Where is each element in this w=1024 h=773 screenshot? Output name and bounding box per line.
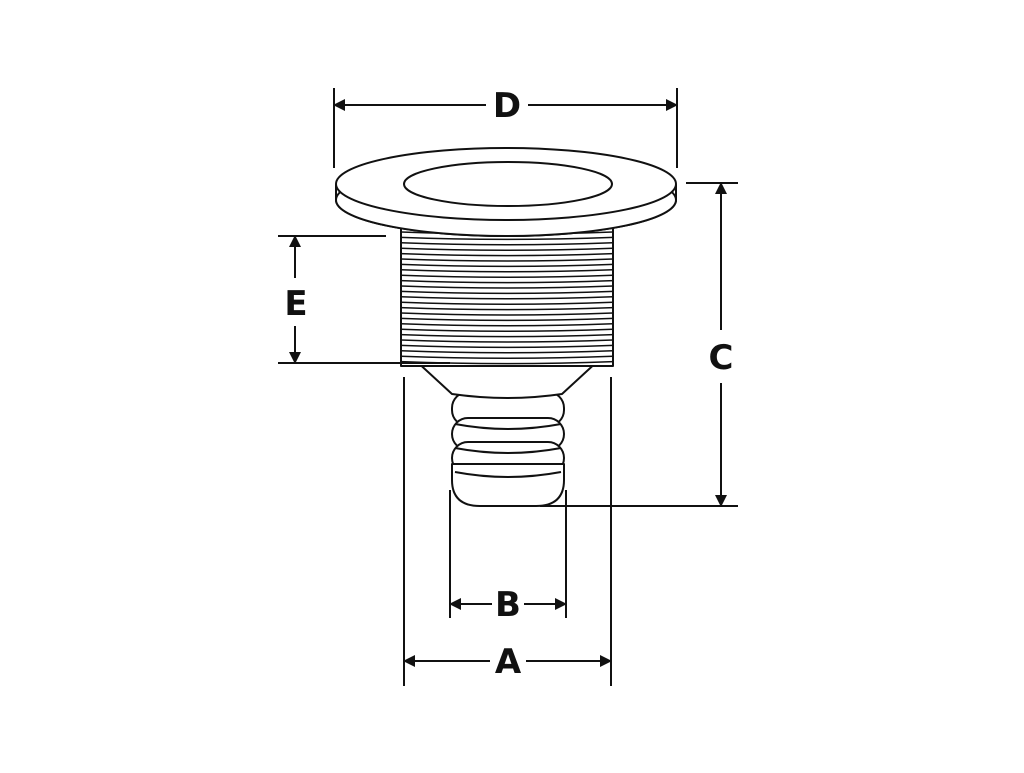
thread-line [400, 263, 614, 268]
dim-label-d: D [493, 86, 521, 126]
thread-line [400, 317, 614, 322]
dim-label-b: B [495, 585, 521, 625]
thread-line [400, 274, 614, 278]
thread-line [400, 242, 614, 246]
thread-line [400, 306, 614, 311]
thread-line [400, 350, 614, 354]
thread-line [400, 258, 614, 262]
thread-line [400, 285, 614, 289]
thread-line [400, 236, 614, 241]
thread-line [400, 301, 614, 305]
thread-line [400, 279, 614, 284]
thread-line [400, 290, 614, 295]
thread-line [400, 296, 614, 300]
dim-label-c: C [709, 338, 734, 378]
thread-line [400, 355, 614, 359]
hose-barb [451, 391, 565, 507]
dim-label-a: A [495, 642, 522, 682]
thread-line [400, 252, 614, 257]
threaded-body [400, 219, 614, 367]
thread-line [400, 323, 614, 327]
thread-line [400, 328, 614, 332]
thread-line [400, 339, 614, 343]
thread-line [400, 269, 614, 273]
dim-label-e: E [284, 284, 307, 324]
thread-line [400, 333, 614, 338]
flange [335, 147, 677, 237]
barb-tip [451, 463, 565, 507]
thread-line [400, 247, 614, 251]
thread-line [400, 312, 614, 316]
thread-line [400, 344, 614, 349]
flange-opening [403, 161, 613, 207]
